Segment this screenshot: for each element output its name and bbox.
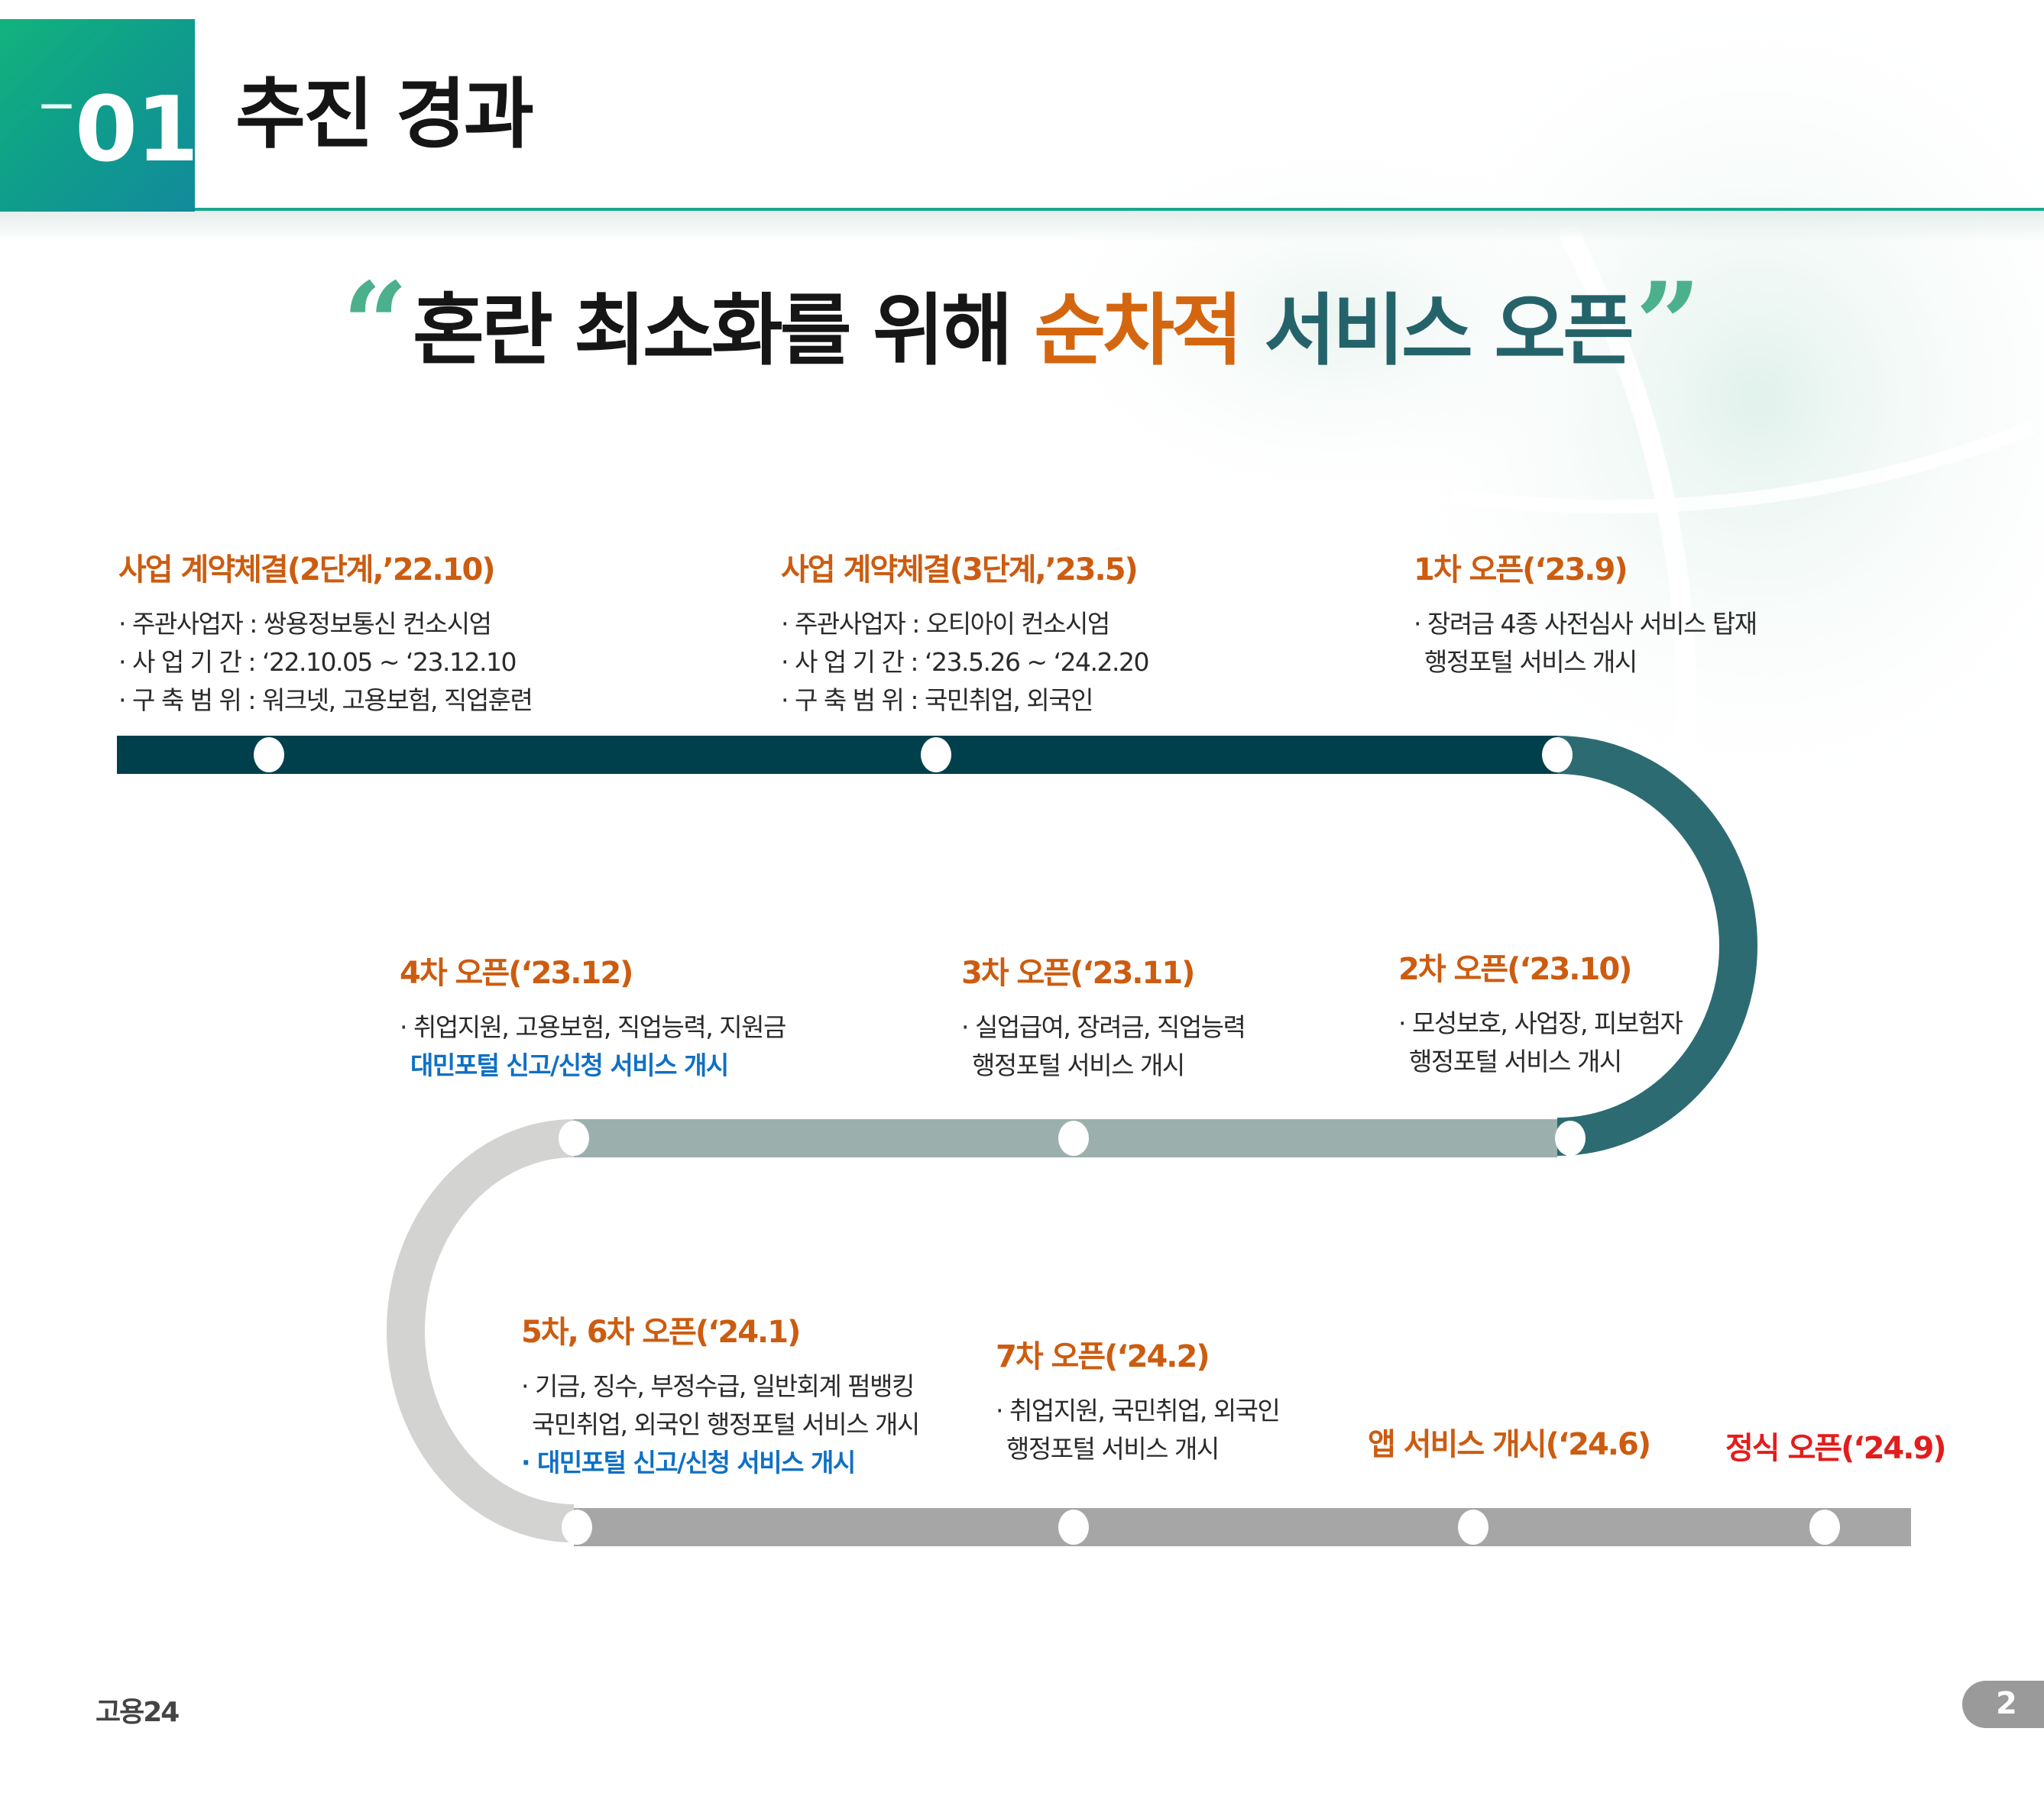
milestone-line: · 모성보호, 사업장, 피보험자 [1398,1008,1683,1038]
section-dash: — [40,85,73,124]
milestone-node [1058,1510,1089,1545]
milestone-open-2: 2차 오픈(‘23.10) · 모성보호, 사업장, 피보험자 행정포털 서비스… [1398,951,1683,1081]
track-curve-1 [1556,736,1757,1156]
milestone-line: · 주관사업자 : 쌍용정보통신 컨소시엄 [118,609,492,639]
header-shadow [0,212,2044,242]
milestone-node [1458,1510,1488,1545]
milestone-title: 1차 오픈(‘23.9) [1414,552,1628,587]
page-number-badge: 2 [1962,1681,2044,1728]
milestone-line: · 주관사업자 : 오티아이 컨소시엄 [781,609,1110,639]
milestone-highlight-line: 대민포털 신고/신청 서비스 개시 [410,1050,729,1080]
milestone-line: 행정포털 서비스 개시 [1006,1434,1220,1464]
milestone-node [1555,1121,1586,1156]
milestone-line: · 기금, 징수, 부정수급, 일반회계 펌뱅킹 [521,1371,915,1401]
page-number: 2 [1996,1686,2017,1721]
headline: 혼란 최소화를 위해 순차적 서비스 오픈 [0,286,2044,377]
milestone-node [1058,1121,1089,1156]
milestone-app-service: 앱 서비스 개시(‘24.6) [1368,1426,1651,1463]
milestone-open-5-6: 5차, 6차 오픈(‘24.1) · 기금, 징수, 부정수급, 일반회계 펌뱅… [521,1314,920,1482]
milestone-title: 3차 오픈(‘23.11) [961,956,1195,991]
milestone-node [921,737,951,772]
headline-part-1: 혼란 최소화를 위해 [412,286,1035,377]
milestone-open-3: 3차 오픈(‘23.11) · 실업급여, 장려금, 직업능력 행정포털 서비스… [961,955,1246,1085]
milestone-line: · 사 업 기 간 : ‘22.10.05 ~ ‘23.12.10 [118,647,517,677]
milestone-node [1542,737,1573,772]
track-curve-2 [387,1119,575,1542]
section-title: 추진 경과 [235,70,534,159]
milestone-open-1: 1차 오픈(‘23.9) · 장려금 4종 사전심사 서비스 탑재 행정포털 서… [1414,552,1757,681]
milestone-title: 7차 오픈(‘24.2) [996,1339,1210,1374]
milestone-title: 4차 오픈(‘23.12) [400,956,633,991]
close-quote-icon: ” [1635,257,1702,392]
milestone-contract-phase2: 사업 계약체결(2단계,’22.10) · 주관사업자 : 쌍용정보통신 컨소시… [118,552,533,720]
milestone-title: 정식 오픈(‘24.9) [1725,1431,1947,1466]
milestone-line: · 구 축 범 위 : 국민취업, 외국인 [781,685,1094,715]
headline-highlight: 순차적 [1034,286,1243,377]
section-number: 01 [75,76,199,182]
header-divider [195,208,2044,211]
milestone-line: · 장려금 4종 사전심사 서비스 탑재 [1414,609,1757,639]
milestone-title: 사업 계약체결(3단계,’23.5) [781,552,1139,587]
headline-part-3: 서비스 오픈 [1239,286,1634,377]
track-row-3 [574,1508,1911,1546]
section-number-block: — 01 [0,19,199,212]
milestone-line: 행정포털 서비스 개시 [1409,1047,1622,1076]
milestone-open-7: 7차 오픈(‘24.2) · 취업지원, 국민취업, 외국인 행정포털 서비스 … [996,1338,1281,1468]
milestone-line: · 실업급여, 장려금, 직업능력 [961,1012,1246,1042]
milestone-line: 행정포털 서비스 개시 [1424,647,1637,677]
milestone-line: · 사 업 기 간 : ‘23.5.26 ~ ‘24.2.20 [781,647,1150,677]
milestone-line: 국민취업, 외국인 행정포털 서비스 개시 [532,1410,920,1439]
milestone-contract-phase3: 사업 계약체결(3단계,’23.5) · 주관사업자 : 오티아이 컨소시엄 ·… [781,552,1150,720]
milestone-line: · 취업지원, 국민취업, 외국인 [996,1396,1281,1426]
milestone-title: 2차 오픈(‘23.10) [1398,952,1632,987]
milestone-highlight-line: · 대민포털 신고/신청 서비스 개시 [521,1448,856,1477]
track-row-1 [117,736,1557,774]
milestone-node [1809,1510,1840,1545]
milestone-official-open: 정식 오픈(‘24.9) [1725,1430,1947,1467]
milestone-line: 행정포털 서비스 개시 [972,1050,1185,1080]
milestone-title: 사업 계약체결(2단계,’22.10) [118,552,496,587]
milestone-node [562,1510,592,1545]
milestone-open-4: 4차 오픈(‘23.12) · 취업지원, 고용보험, 직업능력, 지원금 대민… [400,955,786,1085]
milestone-line: · 구 축 범 위 : 워크넷, 고용보험, 직업훈련 [118,685,533,715]
milestone-title: 5차, 6차 오픈(‘24.1) [521,1315,801,1350]
footer-brand: 고용24 [96,1697,180,1728]
milestone-node [254,737,284,772]
milestone-title: 앱 서비스 개시(‘24.6) [1368,1427,1651,1462]
open-quote-icon: “ [342,257,409,392]
milestone-node [559,1121,589,1156]
milestone-line: · 취업지원, 고용보험, 직업능력, 지원금 [400,1012,786,1042]
